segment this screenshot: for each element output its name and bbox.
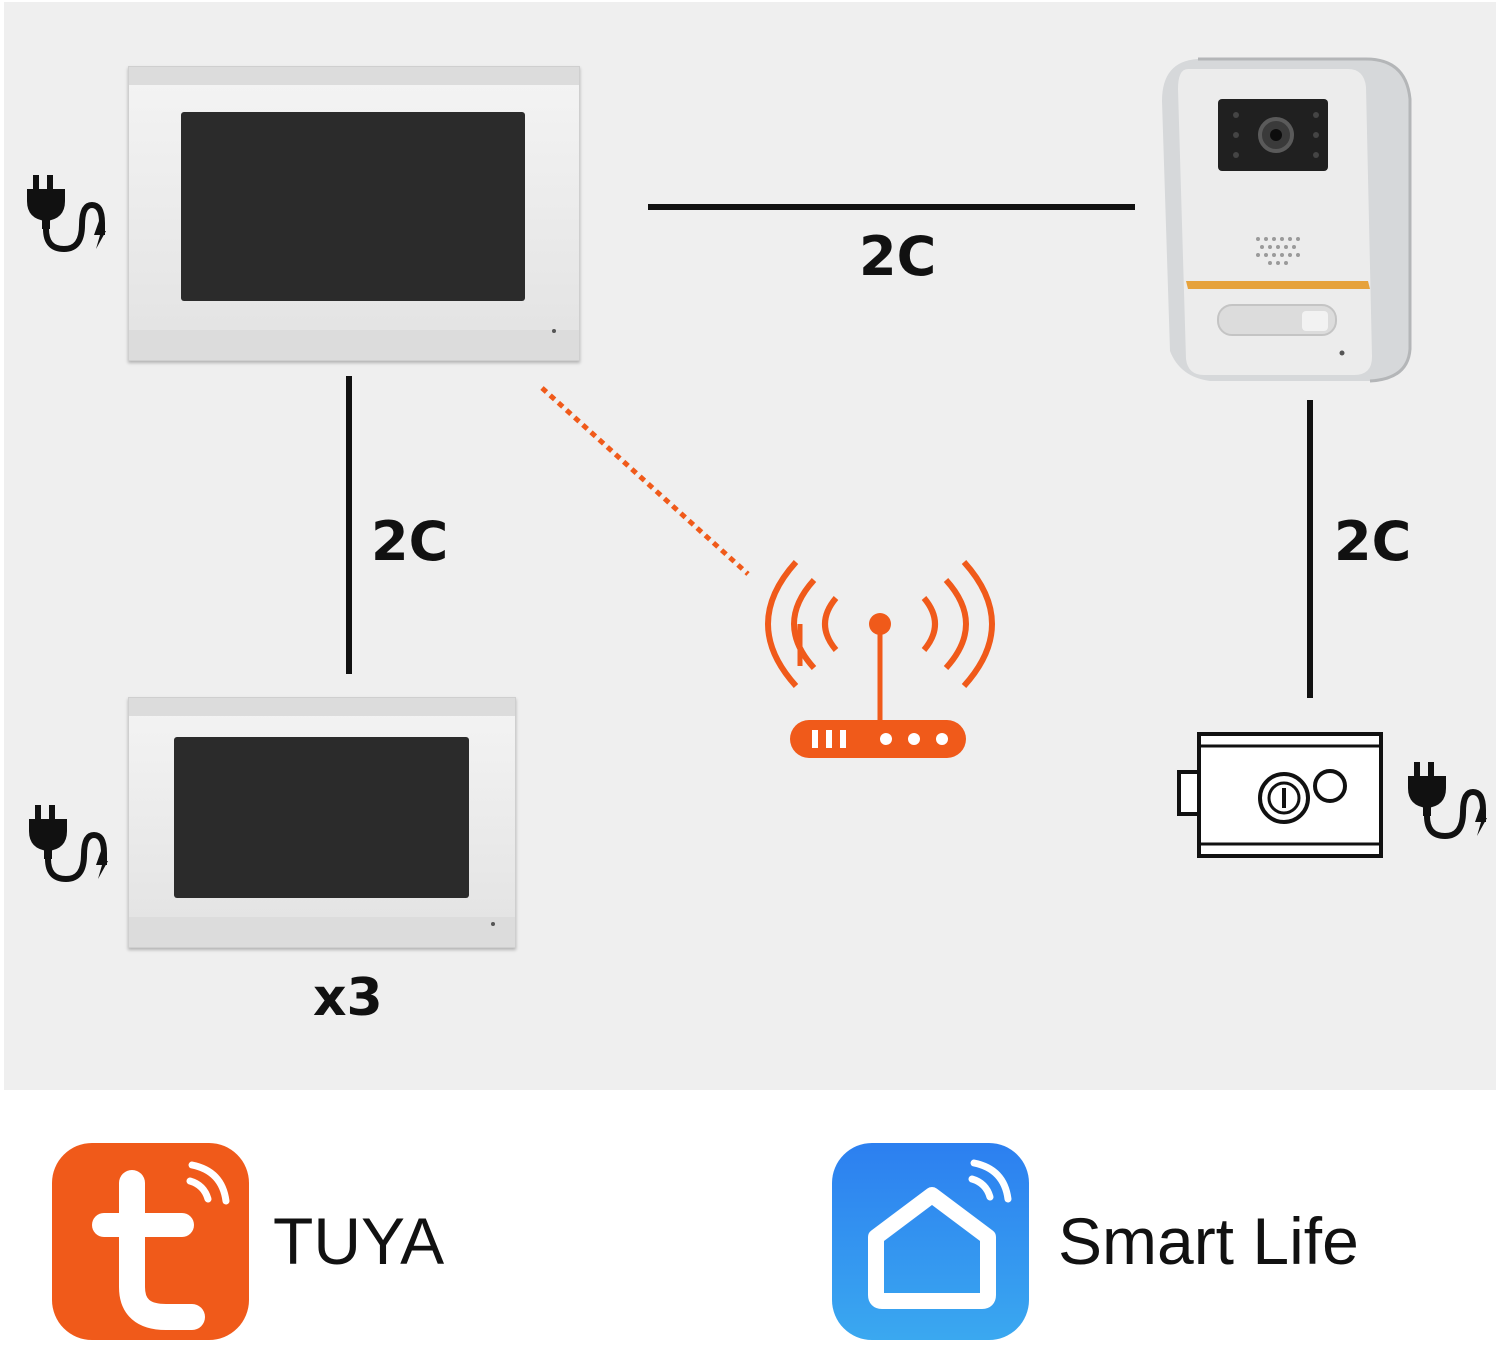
power-plug-icon [29,805,108,883]
electric-lock-icon [1177,732,1383,858]
main-monitor [128,66,580,361]
tuya-label: TUYA [273,1204,445,1278]
wire-monitor-to-extension [346,376,352,674]
wire-label-left: 2C [371,510,449,573]
power-plug-icon [27,175,106,253]
wire-monitor-to-camera [648,204,1135,210]
power-plug-icon [1408,762,1487,840]
wire-label-right: 2C [1334,510,1412,573]
tuya-logo [52,1143,249,1340]
wire-label-horizontal: 2C [859,225,937,288]
extension-monitor [128,697,516,948]
wifi-router-icon [540,386,995,758]
smart-life-label: Smart Life [1058,1204,1359,1278]
door-camera [1162,57,1412,383]
main-monitor-screen [181,112,525,301]
smart-life-logo [832,1143,1029,1340]
extension-monitor-screen [174,737,469,898]
wire-camera-to-lock [1307,400,1313,698]
extension-count-label: x3 [313,968,383,1028]
